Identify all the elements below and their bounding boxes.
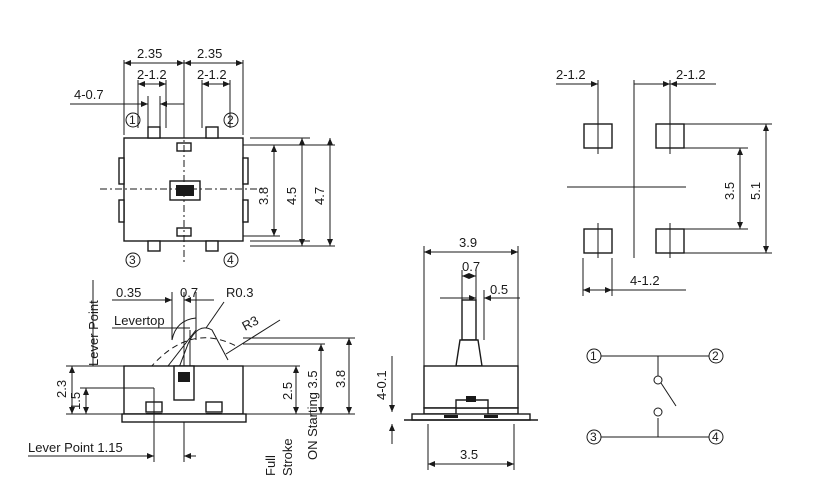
fp-dim-pad-right: 2-1.2 (676, 67, 706, 82)
fv-dim-height: 4-0.1 (374, 370, 389, 400)
dim-15: 1.5 (68, 392, 83, 410)
fp-dim-pad-size: 4-1.2 (630, 273, 660, 288)
pin-3: 3 (125, 252, 141, 268)
svg-text:1: 1 (590, 349, 597, 363)
footprint-view: 2-1.2 2-1.2 3.5 5.1 4-1.2 (556, 67, 772, 296)
svg-text:4: 4 (712, 430, 719, 444)
fv-dim-lever-width: 0.7 (462, 259, 480, 274)
dim-pad-left: 2-1.2 (137, 67, 167, 82)
schematic: 1 2 3 4 (586, 348, 724, 445)
dim-height-outer: 4.7 (312, 187, 327, 205)
sch-pin-2: 2 (708, 348, 724, 364)
svg-text:3: 3 (590, 430, 597, 444)
dim-height-mid: 4.5 (284, 187, 299, 205)
fp-dim-pad-left: 2-1.2 (556, 67, 586, 82)
sch-pin-4: 4 (708, 429, 724, 445)
top-view: 2.35 2.35 2-1.2 2-1.2 4-0.7 (70, 46, 335, 268)
dim-38: 3.8 (333, 370, 348, 388)
dim-r3: R3 (239, 313, 261, 334)
side-view: Lever Point 0.35 0.7 R0.3 Levertop R3 (28, 280, 355, 476)
label-levertop: Levertop (114, 313, 165, 328)
pin-4: 4 (223, 252, 239, 268)
dim-pitch-right: 2.35 (197, 46, 222, 61)
dim-25: 2.5 (280, 382, 295, 400)
fv-dim-width-top: 3.9 (459, 235, 477, 250)
svg-text:3: 3 (129, 253, 136, 267)
dim-height-inner: 3.8 (256, 187, 271, 205)
fv-dim-width-bottom: 3.5 (460, 447, 478, 462)
sch-pin-1: 1 (586, 348, 602, 364)
pin-1: 1 (125, 112, 141, 128)
dim-23: 2.3 (54, 380, 69, 398)
label-on-starting: ON Starting 3.5 (305, 370, 320, 460)
dim-pad-right: 2-1.2 (197, 67, 227, 82)
dim-r03: R0.3 (226, 285, 253, 300)
svg-text:2: 2 (712, 349, 719, 363)
dim-pitch-left: 2.35 (137, 46, 162, 61)
dim-lever-point-offset: Lever Point 1.15 (28, 440, 123, 455)
svg-text:1: 1 (129, 113, 136, 127)
sch-pin-3: 3 (586, 429, 602, 445)
svg-text:4: 4 (227, 253, 234, 267)
fv-dim-lever-offset: 0.5 (490, 282, 508, 297)
fp-dim-inner: 3.5 (722, 182, 737, 200)
svg-text:2: 2 (227, 113, 234, 127)
dim-035: 0.35 (116, 285, 141, 300)
fp-dim-outer: 5.1 (748, 182, 763, 200)
label-full: Full (263, 455, 278, 476)
front-view: 3.9 0.7 0.5 4-0.1 3.5 (374, 235, 538, 470)
dim-lead-width: 4-0.7 (74, 87, 104, 102)
dim-07: 0.7 (180, 285, 198, 300)
label-stroke: Stroke (280, 438, 295, 476)
pin-2: 2 (223, 112, 239, 128)
